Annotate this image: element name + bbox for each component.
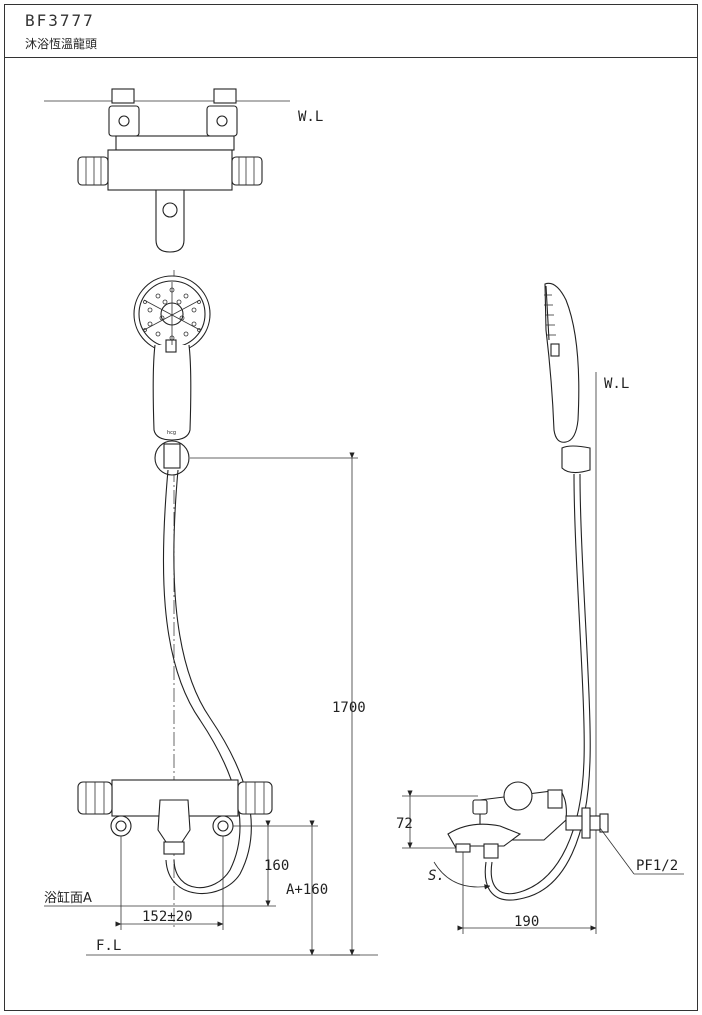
top-view: W.L (44, 88, 323, 253)
shower-head-side (544, 282, 580, 443)
shower-handle (152, 344, 192, 441)
dim-72: 72 (396, 816, 413, 832)
dim-160: 160 (264, 858, 289, 874)
hose-side (490, 473, 585, 895)
inlet-right-body (206, 105, 238, 137)
side-view: W.L PF1/2 72 S. (396, 282, 684, 934)
knob-side (503, 781, 533, 811)
drawing-sheet: BF3777 沐浴恆溫龍頭 (4, 4, 698, 1011)
inlet-left-body (108, 105, 140, 137)
bath-surface-label: 浴缸面A (44, 890, 92, 906)
inlet-right (213, 88, 237, 104)
holder-side (561, 445, 591, 474)
svg-text:hcg: hcg (167, 430, 176, 436)
wl-label-side: W.L (604, 376, 629, 392)
model-number: BF3777 (25, 11, 95, 30)
mixer-body-top (107, 149, 233, 191)
dim-152: 152±20 (142, 909, 193, 925)
dim-190: 190 (514, 914, 539, 930)
product-name: 沐浴恆溫龍頭 (25, 37, 98, 51)
inlet-left (111, 88, 135, 104)
front-view: hcg 1700 160 A+160 浴缸面A (44, 270, 378, 955)
fl-label: F.L (96, 938, 121, 954)
handle-right-top (231, 156, 263, 186)
swivel-label: S. (428, 868, 445, 884)
hose (162, 469, 241, 889)
dim-1700: 1700 (332, 700, 366, 716)
swivel-arc (433, 861, 490, 887)
pipe-spec: PF1/2 (636, 858, 678, 874)
title-block: BF3777 沐浴恆溫龍頭 (5, 5, 697, 58)
union-right (212, 815, 234, 837)
handle-left-top (77, 156, 109, 186)
union-left (110, 815, 132, 837)
dim-a160: A+160 (286, 882, 328, 898)
diverter-top (155, 189, 185, 253)
wl-label-top: W.L (298, 109, 323, 125)
spout-front (157, 799, 191, 843)
